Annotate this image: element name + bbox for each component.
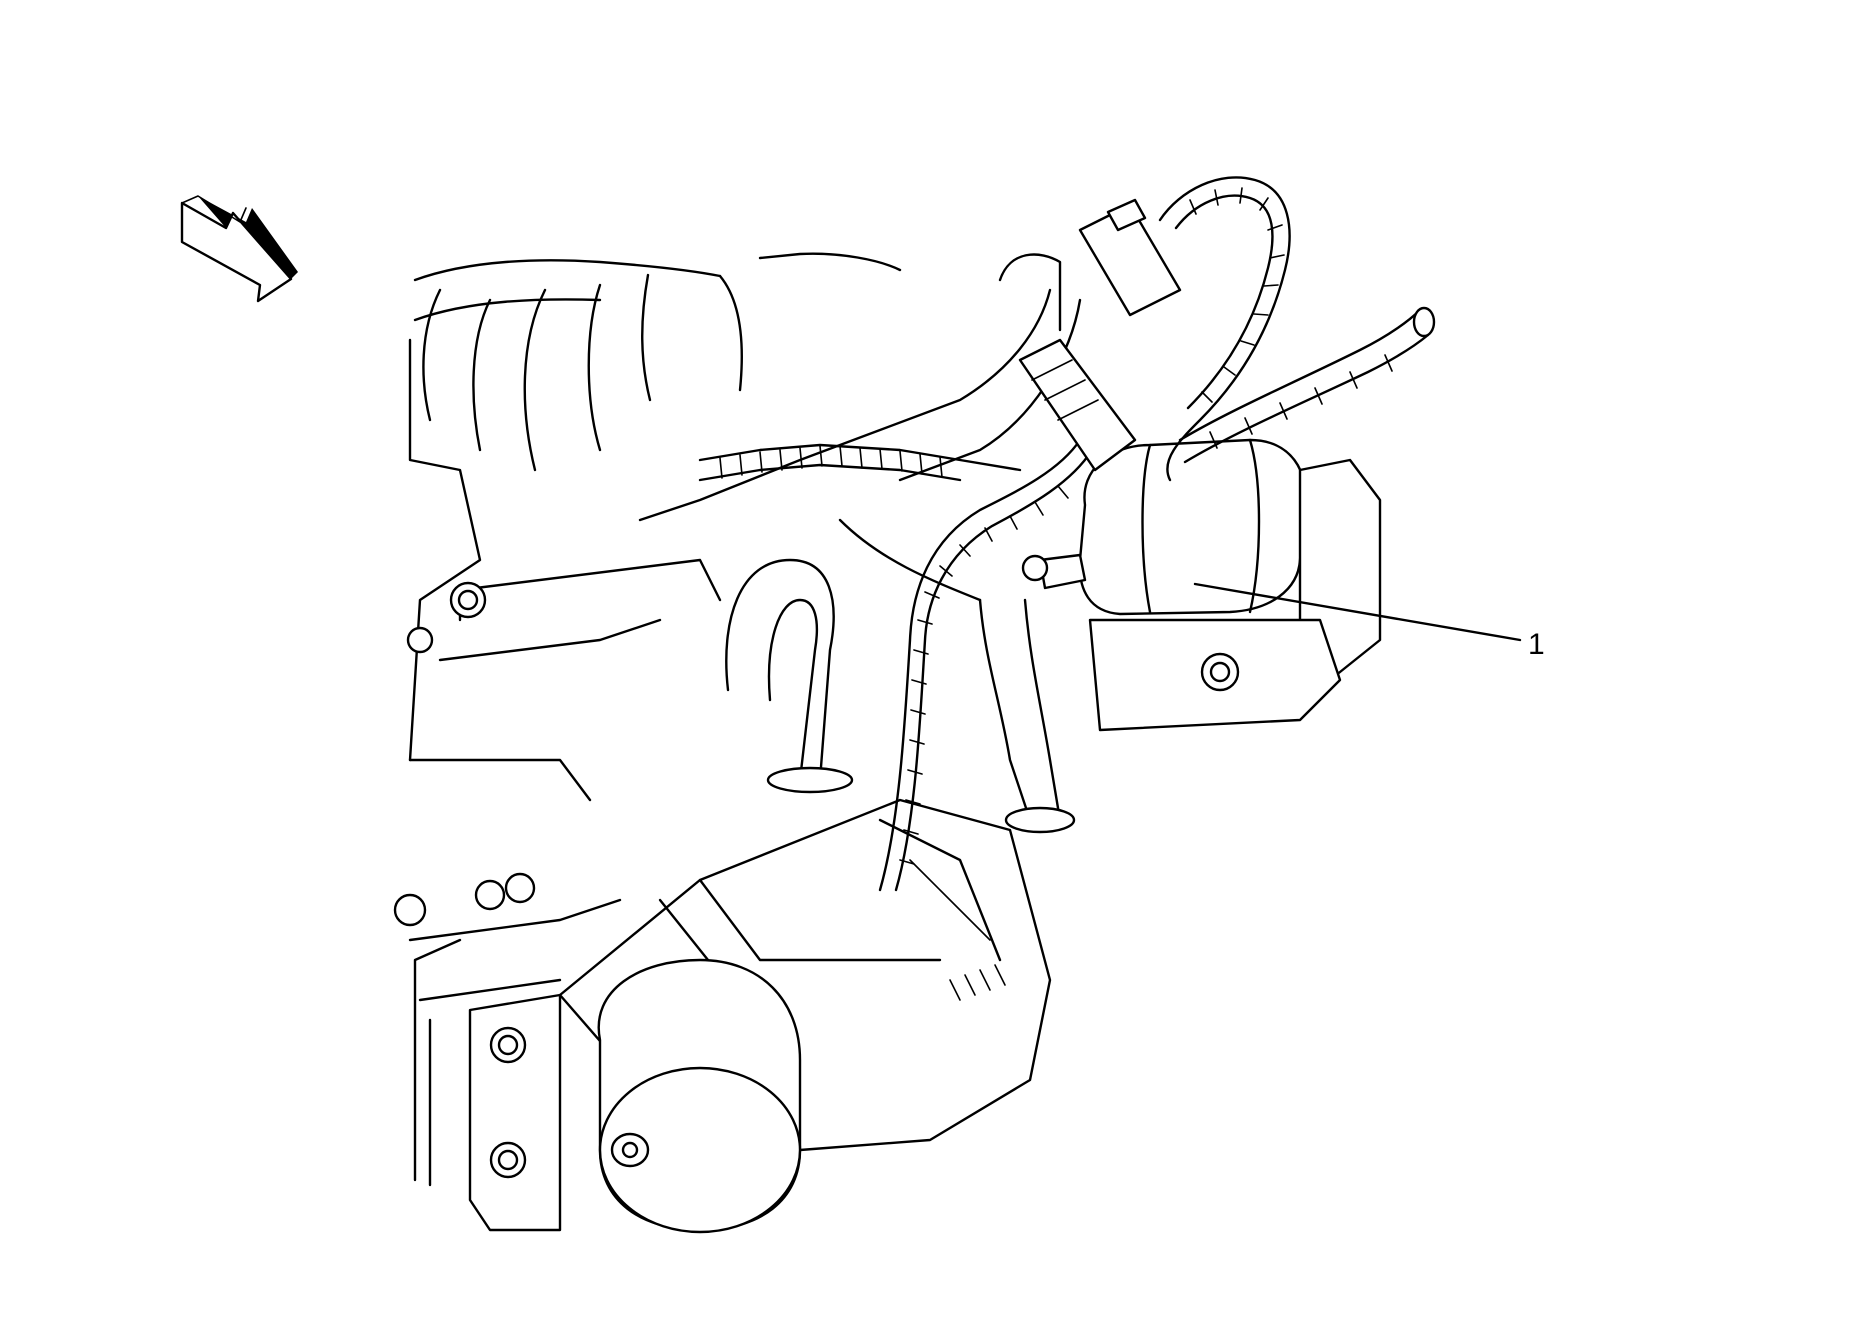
- air-hoses: [725, 518, 1076, 834]
- air-pump-assembly: [558, 798, 1052, 1234]
- view-direction-arrow-icon: [180, 195, 298, 303]
- callout-1: 1: [1193, 582, 1545, 661]
- mounting-bracket: [393, 581, 562, 1232]
- wiring-harness: [698, 176, 1436, 892]
- callout-1-label: 1: [1528, 628, 1545, 661]
- engine-block: [408, 252, 1082, 1187]
- callout-1-leader: [1193, 582, 1522, 642]
